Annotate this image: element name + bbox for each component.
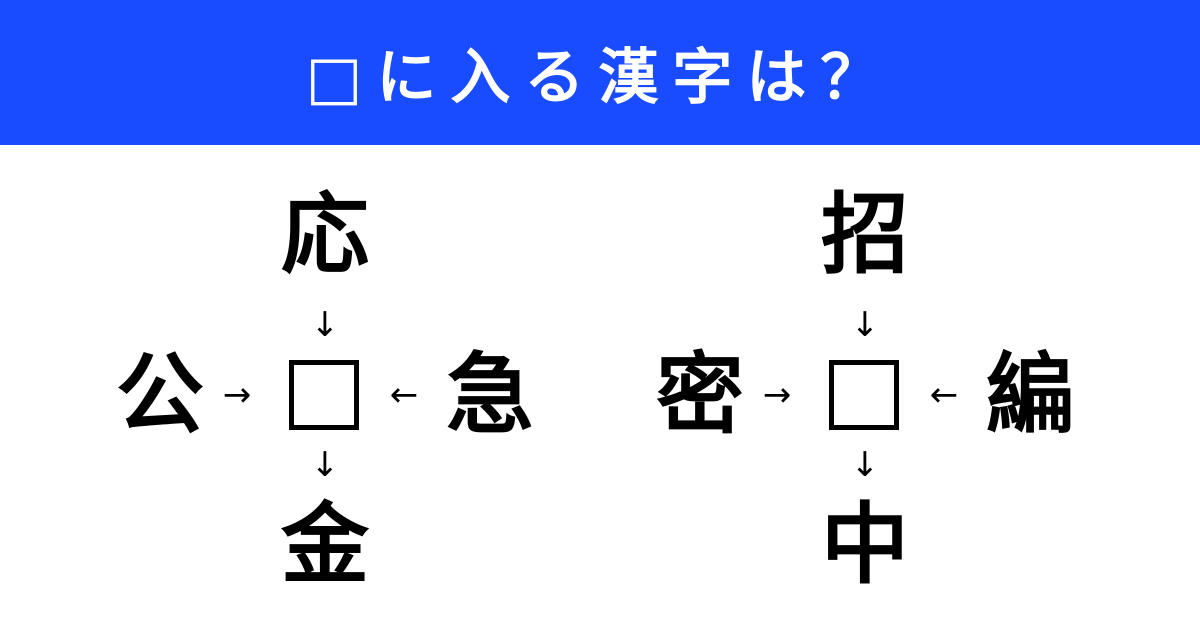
page-title: □に入る漢字は？ (305, 43, 895, 113)
arrow-down-icon: ↓ (310, 305, 340, 345)
kanji-bottom: 金 (280, 493, 369, 596)
kanji-top: 招 (820, 183, 909, 286)
arrow-right-icon: → (762, 375, 792, 415)
kanji-left: 密 (655, 343, 744, 446)
arrow-left-icon: ← (929, 375, 959, 415)
arrow-down-icon: ↓ (310, 445, 340, 485)
blank-box (829, 360, 899, 430)
title-banner: □に入る漢字は？ (0, 0, 1200, 145)
kanji-top: 応 (280, 183, 369, 286)
arrow-down-icon: ↓ (850, 305, 880, 345)
kanji-bottom: 中 (820, 493, 909, 596)
blank-box (289, 360, 359, 430)
kanji-left: 公 (115, 343, 204, 446)
kanji-right: 編 (985, 343, 1074, 446)
arrow-down-icon: ↓ (850, 445, 880, 485)
puzzle-2: 招 ↓ 密 → ← 編 ↓ 中 (540, 145, 1140, 628)
puzzle-1: 応 ↓ 公 → ← 急 ↓ 金 (0, 145, 600, 628)
kanji-right: 急 (445, 343, 534, 446)
arrow-left-icon: ← (389, 375, 419, 415)
arrow-right-icon: → (222, 375, 252, 415)
